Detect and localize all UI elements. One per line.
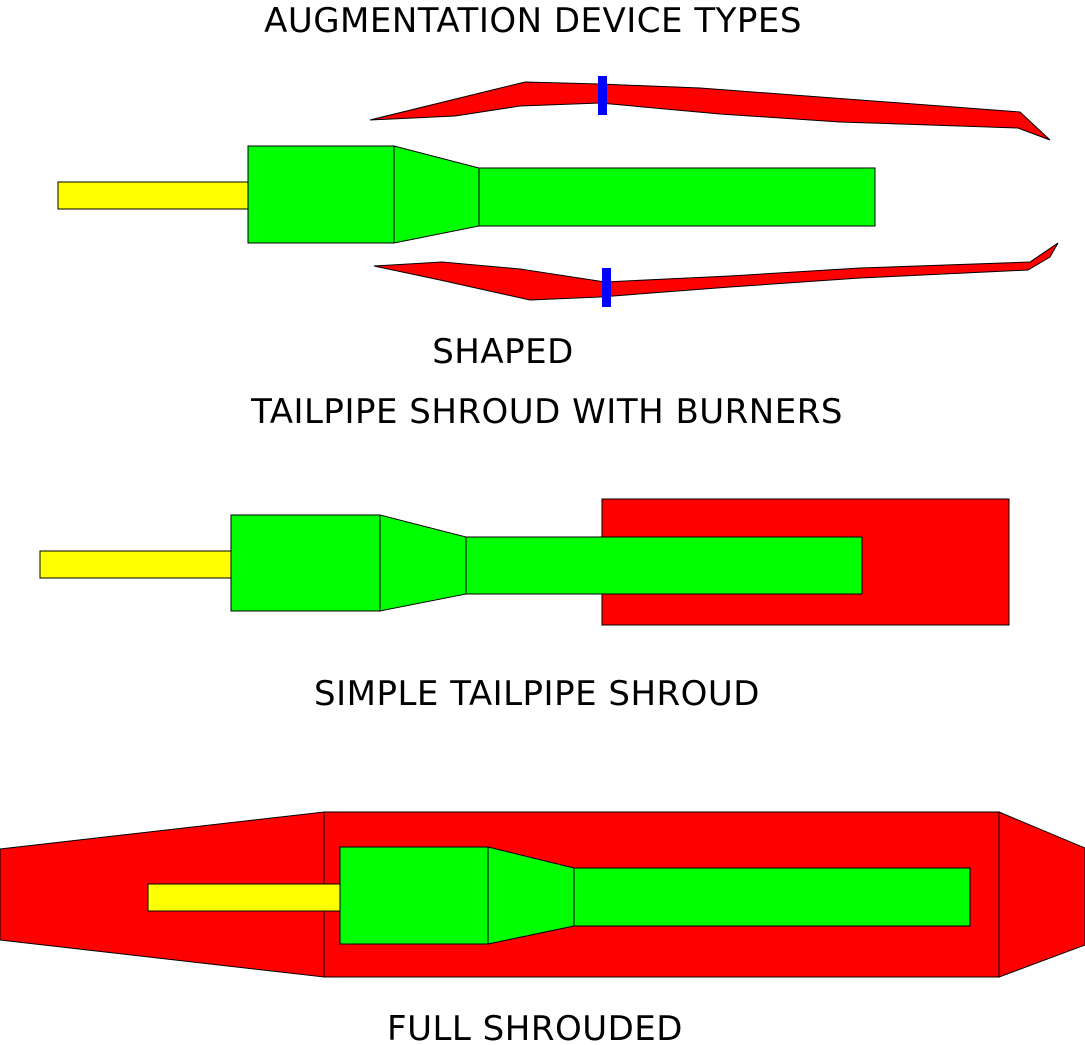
- full-shroud-diagram: [0, 811, 1085, 978]
- tailpipe: [465, 536, 863, 595]
- shaped-shroud-diagram: [57, 76, 1059, 307]
- shaped-caption-line-2: TAILPIPE SHROUD WITH BURNERS: [250, 392, 843, 432]
- upper-burner: [598, 76, 607, 115]
- combustion-chamber: [339, 846, 489, 945]
- tailpipe: [573, 867, 971, 927]
- nozzle-cone: [379, 514, 467, 612]
- lower-burner: [602, 268, 611, 307]
- intake-pipe: [57, 181, 250, 210]
- diagram-title: AUGMENTATION DEVICE TYPES: [264, 1, 802, 41]
- lower-shroud: [373, 242, 1059, 301]
- shaped-caption-line-1: SHAPED: [432, 332, 574, 372]
- simple-shroud-diagram: [39, 498, 1010, 626]
- intake-pipe: [147, 883, 341, 912]
- combustion-chamber: [247, 145, 395, 244]
- combustion-chamber: [230, 514, 381, 612]
- nozzle-cone: [393, 145, 480, 244]
- full-caption: FULL SHROUDED: [387, 1009, 683, 1045]
- simple-caption: SIMPLE TAILPIPE SHROUD: [314, 674, 760, 714]
- upper-shroud: [369, 81, 1051, 141]
- intake-pipe: [39, 550, 233, 579]
- shroud-exit-section: [998, 811, 1085, 978]
- tailpipe: [478, 167, 876, 227]
